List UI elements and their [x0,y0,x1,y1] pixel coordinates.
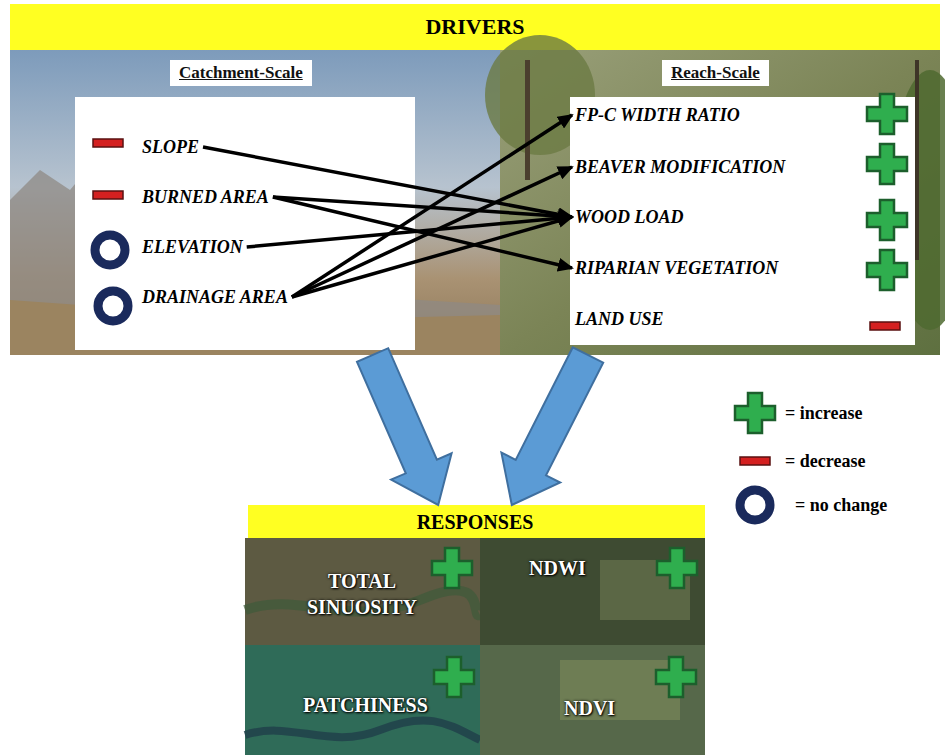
scale-heading: Catchment-Scale [170,60,312,86]
increase-symbol [434,657,474,697]
legend-sample [735,393,775,433]
driver-label: FP-C WIDTH RATIO [575,104,740,126]
tile-photo [480,538,705,645]
driver-label: LAND USE [575,308,664,330]
driver-item: BEAVER MODIFICATION [575,156,785,178]
arrow-connector [292,167,572,297]
list-box [75,97,415,350]
driver-item: FP-C WIDTH RATIO [575,104,740,126]
legend-sample [740,490,770,520]
response-tile: PATCHINESS [245,645,480,755]
section-heading: RESPONSES [245,510,705,534]
flow-arrow [501,347,603,505]
driver-item: LAND USE [575,308,664,330]
legend-sample [740,457,770,465]
increase-symbol [867,250,907,290]
response-label: TOTAL SINUOSITY [287,568,437,620]
driver-item: RIPARIAN VEGETATION [575,257,778,279]
response-tile: NDVI [480,645,705,755]
driver-item: BURNED AREA [142,186,269,208]
catchment-photo [10,50,500,355]
driver-item: DRAINAGE AREA [142,286,288,308]
driver-label: DRAINAGE AREA [142,286,288,308]
legend-text: = increase [785,402,862,424]
driver-label: BURNED AREA [142,186,269,208]
increase-symbol [432,548,472,588]
tile-photo [480,645,705,755]
driver-label: ELEVATION [142,236,243,258]
arrow-connector [292,217,572,297]
response-label: PATCHINESS [303,692,428,718]
driver-item: ELEVATION [142,236,243,258]
decrease-symbol [870,322,900,330]
increase-symbol [867,144,907,184]
no-change-symbol [95,235,125,265]
no-change-symbol [98,291,128,321]
scale-heading: Reach-Scale [662,60,769,86]
driver-item: WOOD LOAD [575,206,684,228]
legend-text: = decrease [785,450,865,472]
flow-arrow [357,348,452,505]
increase-symbol [657,548,697,588]
increase-symbol [656,657,696,697]
scale-panel: Reach-ScaleFP-C WIDTH RATIO BEAVER MODIFI… [500,50,940,355]
title-text: DRIVERS [10,4,940,50]
driver-label: WOOD LOAD [575,206,684,228]
responses-group: RESPONSES TOTAL SINUOSITY NDWI PATCHINESS ND… [245,505,705,755]
driver-label: SLOPE [142,136,199,158]
decrease-symbol [93,191,123,199]
legend-text: = no change [795,494,887,516]
response-label: NDWI [529,555,586,581]
list-box [570,97,915,345]
title-band [10,4,940,50]
increase-symbol [867,200,907,240]
driver-label: RIPARIAN VEGETATION [575,257,778,279]
tile-photo [245,645,480,755]
tile-photo [245,538,480,645]
response-tile: NDWI [480,538,705,645]
response-label: NDVI [564,695,615,721]
driver-item: SLOPE [142,136,199,158]
driver-label: BEAVER MODIFICATION [575,156,785,178]
response-tile: TOTAL SINUOSITY [245,538,480,645]
scale-panel: Catchment-ScaleSLOPE BURNED AREA ELEVATION… [10,50,500,355]
decrease-symbol [93,139,123,147]
increase-symbol [867,94,907,134]
arrow-connector [292,115,572,297]
